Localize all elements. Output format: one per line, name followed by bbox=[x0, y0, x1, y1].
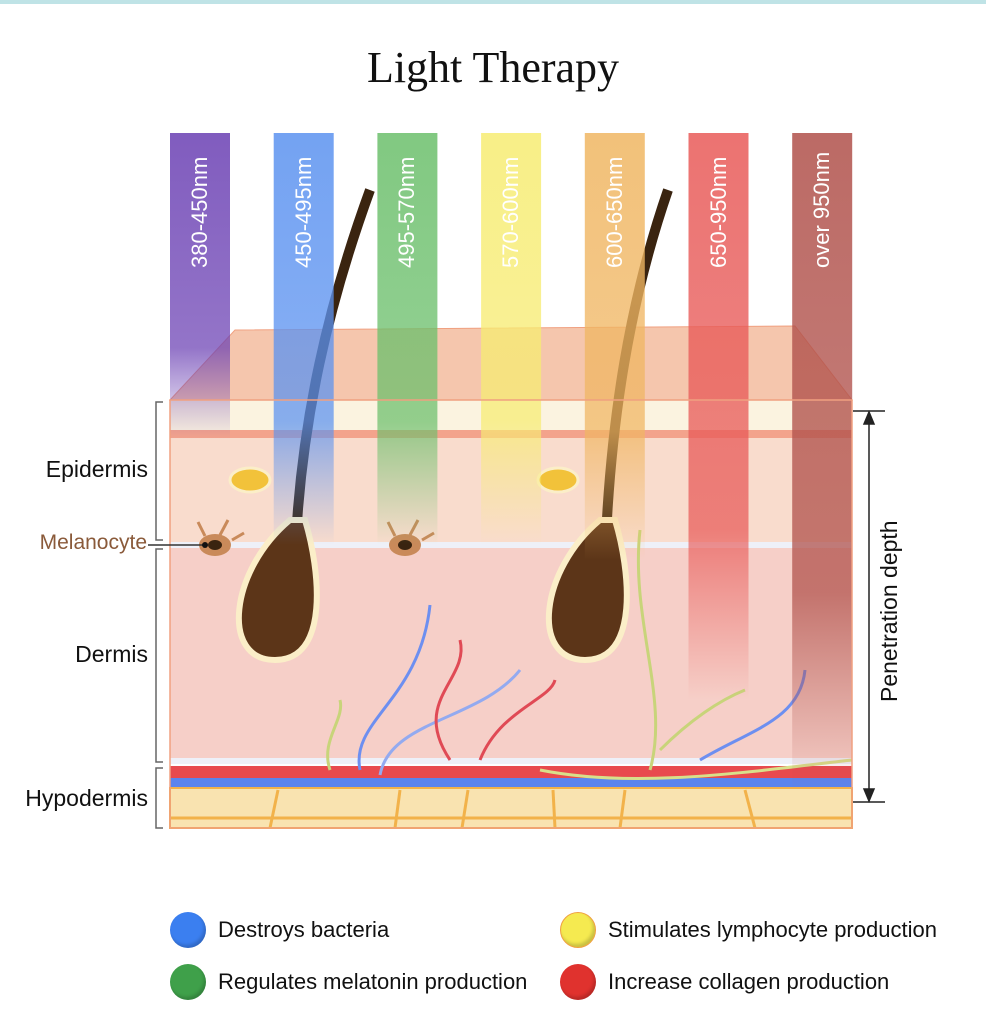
artery bbox=[170, 766, 852, 778]
band-label-4: 600-650nm bbox=[601, 156, 627, 268]
layer-brackets bbox=[155, 401, 163, 829]
dermis-bracket bbox=[155, 548, 163, 763]
red-dot-icon bbox=[560, 964, 596, 1000]
penetration-arrow bbox=[853, 410, 885, 803]
light-band-0 bbox=[170, 133, 230, 440]
page-title: Light Therapy bbox=[366, 43, 620, 92]
epidermis-bracket bbox=[155, 401, 163, 541]
band-label-2: 495-570nm bbox=[394, 156, 420, 268]
vein bbox=[170, 778, 852, 788]
pointer-dot bbox=[202, 542, 208, 548]
light-band-2 bbox=[377, 133, 438, 545]
dermis-label: Dermis bbox=[75, 641, 148, 667]
blue-dot-icon bbox=[170, 912, 206, 948]
hypodermis-bracket bbox=[155, 767, 163, 829]
light-band-6 bbox=[792, 133, 853, 790]
dermis-boundary bbox=[170, 758, 852, 764]
legend-item-lymphocyte: Stimulates lymphocyte production bbox=[560, 912, 937, 948]
band-label-5: 650-950nm bbox=[705, 156, 731, 268]
light-bands bbox=[170, 133, 853, 790]
band-label-3: 570-600nm bbox=[498, 156, 524, 268]
legend-item-melatonin: Regulates melatonin production bbox=[170, 964, 527, 1000]
skin-outline bbox=[169, 399, 853, 829]
light-band-4 bbox=[584, 133, 645, 560]
light-band-5 bbox=[688, 133, 749, 700]
band-label-0: 380-450nm bbox=[187, 156, 212, 268]
band-label-1: 450-495nm bbox=[290, 156, 316, 268]
epidermis-label: Epidermis bbox=[45, 456, 148, 482]
fat-cells bbox=[170, 789, 852, 829]
band-label-6: over 950nm bbox=[809, 151, 835, 268]
melanocyte-left bbox=[196, 519, 245, 556]
light-band-3 bbox=[481, 133, 542, 545]
light-band-1 bbox=[273, 133, 334, 545]
penetration-depth-label: Penetration depth bbox=[876, 520, 902, 702]
melanocyte-label: Melanocyte bbox=[39, 531, 147, 554]
legend-item-collagen: Increase collagen production bbox=[560, 964, 889, 1000]
top-border bbox=[0, 0, 986, 4]
green-dot-icon bbox=[170, 964, 206, 1000]
yellow-dot-icon bbox=[560, 912, 596, 948]
hypodermis-label: Hypodermis bbox=[25, 785, 148, 811]
legend-item-bacteria: Destroys bacteria bbox=[170, 912, 389, 948]
